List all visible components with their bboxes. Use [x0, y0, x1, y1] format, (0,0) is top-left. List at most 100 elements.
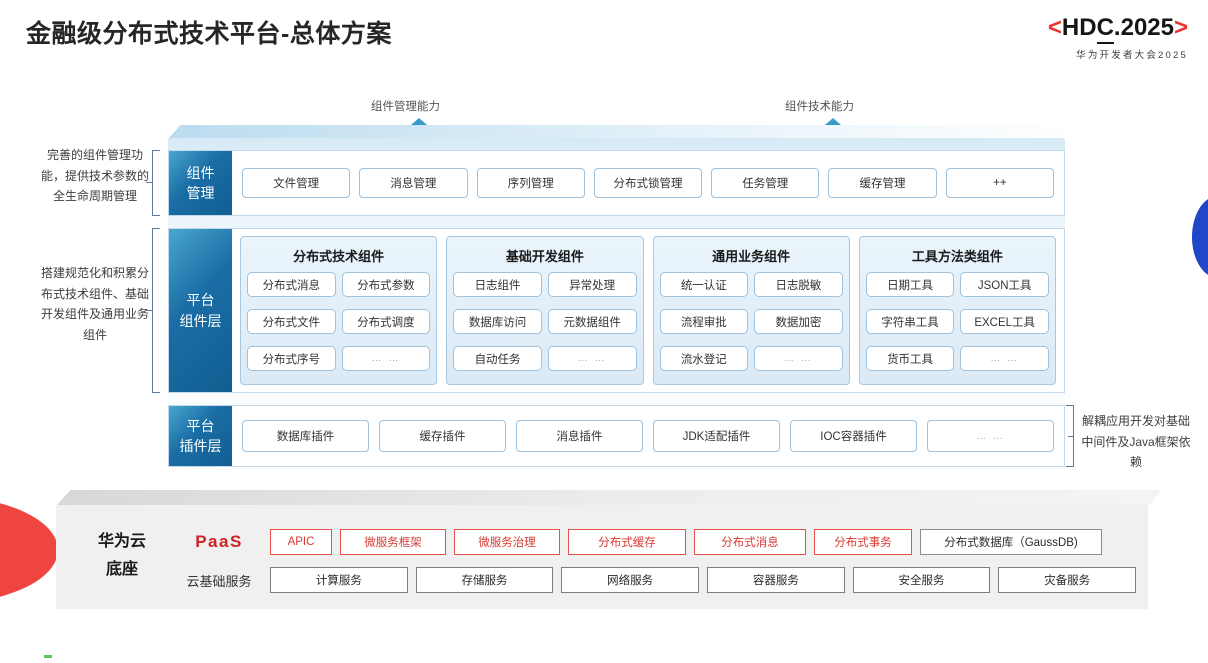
pill-database-access[interactable]: 数据库访问 [453, 309, 542, 334]
box-network-service[interactable]: 网络服务 [561, 567, 700, 593]
box-compute-service[interactable]: 计算服务 [270, 567, 408, 593]
pill-log-desensitization[interactable]: 日志脱敏 [754, 272, 843, 297]
pill-more-basic-development[interactable]: … … [547, 346, 637, 371]
pill-json-tool[interactable]: JSON工具 [960, 272, 1049, 297]
box-apic[interactable]: APIC [270, 529, 332, 555]
bracket-tick-left-bottom [146, 310, 152, 312]
pill-currency-tool[interactable]: 货币工具 [865, 346, 955, 371]
bracket-left-top [152, 150, 160, 216]
pill-task-management[interactable]: 任务管理 [711, 168, 820, 198]
bracket-tick-left-top [146, 182, 152, 184]
paas-service-row: PaaS APIC 微服务框架 微服务治理 分布式缓存 分布式消息 分布式事务 … [176, 528, 1136, 556]
pill-distributed-message[interactable]: 分布式消息 [247, 272, 336, 297]
layer-component-management: 组件 管理 文件管理 消息管理 序列管理 分布式锁管理 任务管理 缓存管理 ++ [168, 150, 1065, 216]
group-grid-basic-development: 日志组件 异常处理 数据库访问 元数据组件 自动任务 … … [453, 272, 637, 378]
pill-transaction-registration[interactable]: 流水登记 [659, 346, 749, 371]
layer-label-line1: 平台 [186, 417, 215, 434]
angle-bracket-right-icon: > [1173, 14, 1188, 41]
box-microservice-governance[interactable]: 微服务治理 [454, 529, 560, 555]
bracket-tick-right [1068, 436, 1074, 438]
group-distributed-tech: 分布式技术组件 分布式消息 分布式参数 分布式文件 分布式调度 分布式序号 … … [240, 236, 438, 385]
pill-log-component[interactable]: 日志组件 [453, 272, 542, 297]
box-distributed-cache[interactable]: 分布式缓存 [568, 529, 686, 555]
group-title-distributed-tech: 分布式技术组件 [293, 249, 385, 264]
base-top-bevel [56, 490, 1163, 506]
group-basic-development: 基础开发组件 日志组件 异常处理 数据库访问 元数据组件 自动任务 … … [446, 236, 644, 385]
pill-exception-handling[interactable]: 异常处理 [547, 272, 637, 297]
base-title-line2: 底座 [105, 561, 138, 578]
layer-label-line2: 插件层 [179, 438, 222, 454]
pill-string-tool[interactable]: 字符串工具 [865, 309, 955, 334]
group-tool-methods: 工具方法类组件 日期工具 JSON工具 字符串工具 EXCEL工具 货币工具 …… [858, 236, 1056, 385]
pill-database-plugin[interactable]: 数据库插件 [242, 420, 369, 452]
layer-body-platform-plugin: 数据库插件 缓存插件 消息插件 JDK适配插件 IOC容器插件 … … [232, 406, 1064, 466]
box-security-service[interactable]: 安全服务 [852, 567, 991, 593]
hdc-logo-subtitle: 华为开发者大会2025 [1076, 50, 1188, 61]
box-storage-service[interactable]: 存储服务 [415, 567, 554, 593]
hdc-logo-text-a: HD [1061, 14, 1097, 41]
pill-cache-management[interactable]: 缓存管理 [828, 168, 937, 198]
hdc-logo-main: <HDC.2025> [1047, 14, 1188, 44]
layer-label-platform-component: 平台 组件层 [169, 229, 232, 392]
page-title: 金融级分布式技术平台-总体方案 [26, 20, 392, 48]
pill-distributed-scheduling[interactable]: 分布式调度 [341, 309, 431, 334]
group-title-basic-development: 基础开发组件 [505, 249, 584, 264]
arrow-label-component-technology: 组件技术能力 [785, 101, 854, 113]
box-distributed-message[interactable]: 分布式消息 [694, 529, 806, 555]
pill-data-encryption[interactable]: 数据加密 [754, 309, 843, 334]
pill-cache-plugin[interactable]: 缓存插件 [379, 420, 506, 452]
paas-row-tag: PaaS [195, 532, 243, 551]
box-container-service[interactable]: 容器服务 [707, 567, 845, 593]
group-grid-distributed-tech: 分布式消息 分布式参数 分布式文件 分布式调度 分布式序号 … … [247, 272, 431, 378]
pill-unified-authentication[interactable]: 统一认证 [659, 272, 749, 297]
box-distributed-transaction[interactable]: 分布式事务 [814, 529, 912, 555]
pill-more-general-business[interactable]: … … [754, 346, 843, 371]
angle-bracket-left-icon: < [1047, 14, 1062, 41]
layer-platform-plugin: 平台 插件层 数据库插件 缓存插件 消息插件 JDK适配插件 IOC容器插件 …… [168, 405, 1065, 467]
pill-distributed-lock-management[interactable]: 分布式锁管理 [593, 168, 703, 198]
box-disaster-recovery-service[interactable]: 灾备服务 [998, 567, 1137, 593]
pill-distributed-parameter[interactable]: 分布式参数 [341, 272, 431, 297]
layer-body-platform-component: 分布式技术组件 分布式消息 分布式参数 分布式文件 分布式调度 分布式序号 … … [232, 229, 1064, 392]
group-grid-general-business: 统一认证 日志脱敏 流程审批 数据加密 流水登记 … … [659, 272, 843, 378]
group-grid-tool-methods: 日期工具 JSON工具 字符串工具 EXCEL工具 货币工具 … … [865, 272, 1049, 378]
layer-label-component-management: 组件 管理 [169, 151, 232, 215]
box-distributed-database-gaussdb[interactable]: 分布式数据库（GaussDB) [920, 529, 1102, 555]
side-note-right: 解耦应用开发对基础中间件及Java框架依赖 [1081, 414, 1191, 470]
hdc-logo-text-c: .2025 [1113, 14, 1174, 41]
pill-distributed-file[interactable]: 分布式文件 [247, 309, 336, 334]
arrow-label-component-management: 组件管理能力 [371, 101, 440, 113]
pill-more-tool-methods[interactable]: … … [960, 346, 1049, 371]
layer-label-line1: 平台 [186, 292, 215, 309]
pill-distributed-sequence[interactable]: 分布式序号 [247, 346, 336, 371]
pill-date-tool[interactable]: 日期工具 [865, 272, 955, 297]
side-note-left-bottom: 搭建规范化和积累分布式技术组件、基础开发组件及通用业务组件 [40, 266, 149, 342]
base-title: 华为云 底座 [72, 528, 172, 584]
bracket-left-bottom [152, 228, 160, 393]
pill-jdk-adapter-plugin[interactable]: JDK适配插件 [653, 420, 780, 452]
pill-ioc-container-plugin[interactable]: IOC容器插件 [790, 420, 917, 452]
pill-message-plugin[interactable]: 消息插件 [516, 420, 643, 452]
box-microservice-framework[interactable]: 微服务框架 [340, 529, 446, 555]
pill-auto-task[interactable]: 自动任务 [453, 346, 542, 371]
pill-more-distributed-tech[interactable]: … … [341, 346, 431, 371]
base-title-line1: 华为云 [97, 533, 146, 550]
pill-more[interactable]: ++ [945, 168, 1054, 198]
stack-top-bevel [168, 125, 1078, 139]
hdc-logo-text-b: C [1096, 14, 1114, 44]
pill-metadata-component[interactable]: 元数据组件 [547, 309, 637, 334]
pill-file-management[interactable]: 文件管理 [242, 168, 351, 198]
green-marker-decoration [44, 655, 52, 658]
red-wedge-decoration [0, 496, 58, 604]
cloud-basic-service-row: 云基础服务 计算服务 存储服务 网络服务 容器服务 安全服务 灾备服务 [176, 566, 1137, 594]
layer-label-platform-plugin: 平台 插件层 [169, 406, 232, 466]
pill-more-plugin[interactable]: … … [927, 420, 1054, 452]
pill-sequence-management[interactable]: 序列管理 [476, 168, 585, 198]
pill-excel-tool[interactable]: EXCEL工具 [960, 309, 1049, 334]
layer-platform-component: 平台 组件层 分布式技术组件 分布式消息 分布式参数 分布式文件 分布式调度 分… [168, 228, 1065, 393]
pill-message-management[interactable]: 消息管理 [359, 168, 468, 198]
group-general-business: 通用业务组件 统一认证 日志脱敏 流程审批 数据加密 流水登记 … … [652, 236, 850, 385]
blue-lens-decoration [1192, 196, 1208, 278]
side-note-left-top: 完善的组件管理功能，提供技术参数的全生命周期管理 [40, 148, 149, 204]
pill-process-approval[interactable]: 流程审批 [659, 309, 749, 334]
